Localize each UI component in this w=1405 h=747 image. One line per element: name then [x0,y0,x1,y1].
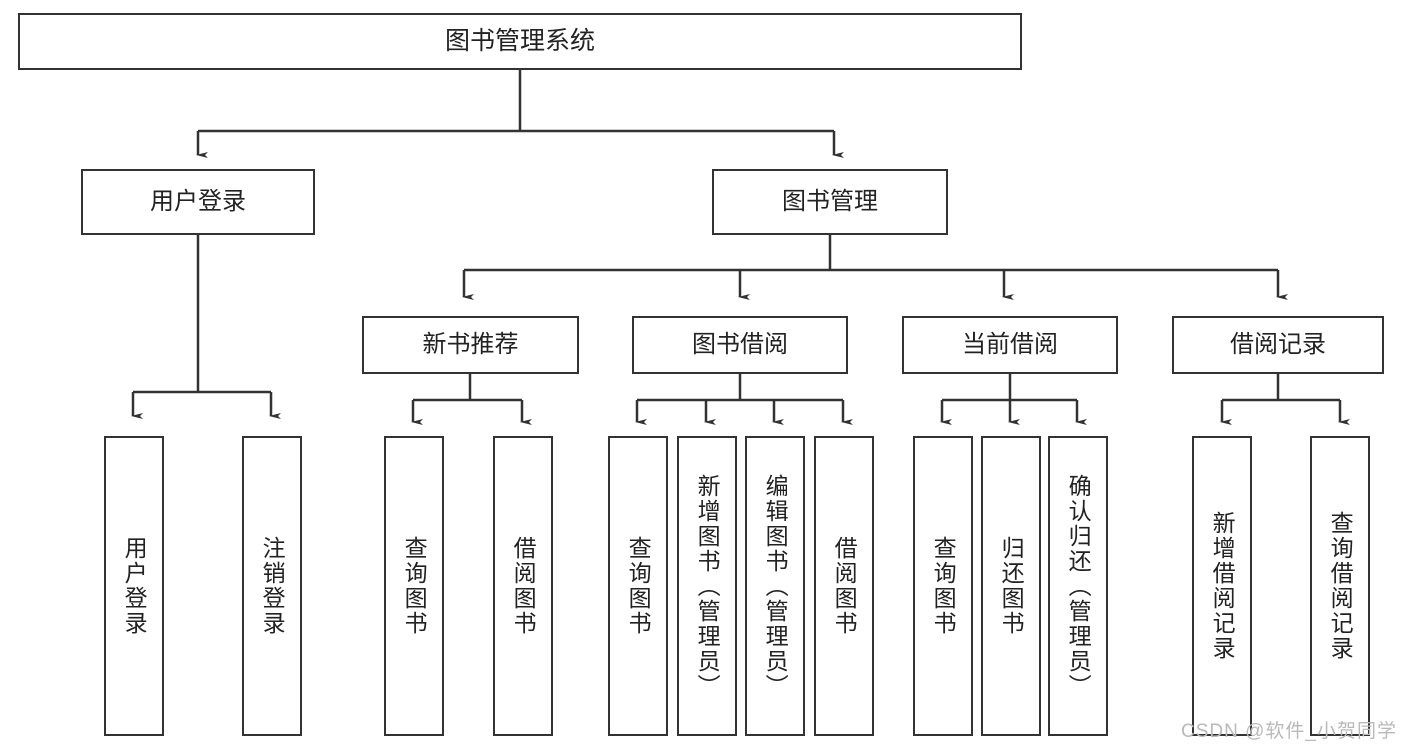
node-label: 图书管理 [782,188,878,216]
leaf-book-borrow-edit[interactable]: 编辑图书（管理员） [745,436,805,736]
leaf-current-borrow-return[interactable]: 归还图书 [981,436,1041,736]
csdn-watermark: CSDN @软件_小贺同学 [1181,721,1397,742]
leaf-new-book-query[interactable]: 查询图书 [384,436,444,736]
node-label: 新增借阅记录 [1209,511,1236,661]
node-label: 借阅图书 [831,536,858,636]
node-book-borrow[interactable]: 图书借阅 [632,316,848,374]
node-label: 注销登录 [259,536,286,636]
node-label: 用户登录 [150,188,246,216]
node-book-management[interactable]: 图书管理 [712,169,948,235]
node-user-login[interactable]: 用户登录 [81,169,315,235]
leaf-borrow-record-add[interactable]: 新增借阅记录 [1192,436,1252,736]
node-label: 查询图书 [625,536,652,636]
node-label: 查询图书 [930,536,957,636]
node-label: 新增图书（管理员） [694,473,721,699]
node-label: 用户登录 [121,536,148,636]
node-current-borrow[interactable]: 当前借阅 [902,316,1118,374]
leaf-current-borrow-confirm-return[interactable]: 确认归还（管理员） [1048,436,1108,736]
node-new-book-recommend[interactable]: 新书推荐 [362,316,579,374]
leaf-user-login-logout[interactable]: 注销登录 [242,436,302,736]
node-label: 查询借阅记录 [1327,511,1354,661]
node-label: 当前借阅 [962,331,1058,359]
leaf-book-borrow-add[interactable]: 新增图书（管理员） [677,436,737,736]
node-label: 归还图书 [998,536,1025,636]
node-root-system[interactable]: 图书管理系统 [18,13,1022,70]
node-label: 确认归还（管理员） [1065,473,1092,699]
leaf-user-login-login[interactable]: 用户登录 [104,436,164,736]
node-label: 借阅记录 [1230,331,1326,359]
node-label: 新书推荐 [422,331,519,359]
node-borrow-record[interactable]: 借阅记录 [1172,316,1384,374]
node-label: 图书管理系统 [444,27,595,56]
leaf-current-borrow-query[interactable]: 查询图书 [913,436,973,736]
node-label: 编辑图书（管理员） [762,473,789,699]
leaf-book-borrow-borrow[interactable]: 借阅图书 [814,436,874,736]
leaf-new-book-borrow[interactable]: 借阅图书 [493,436,553,736]
leaf-book-borrow-query[interactable]: 查询图书 [608,436,668,736]
node-label: 借阅图书 [510,536,537,636]
leaf-borrow-record-query[interactable]: 查询借阅记录 [1310,436,1370,736]
node-label: 查询图书 [401,536,428,636]
node-label: 图书借阅 [692,331,788,359]
